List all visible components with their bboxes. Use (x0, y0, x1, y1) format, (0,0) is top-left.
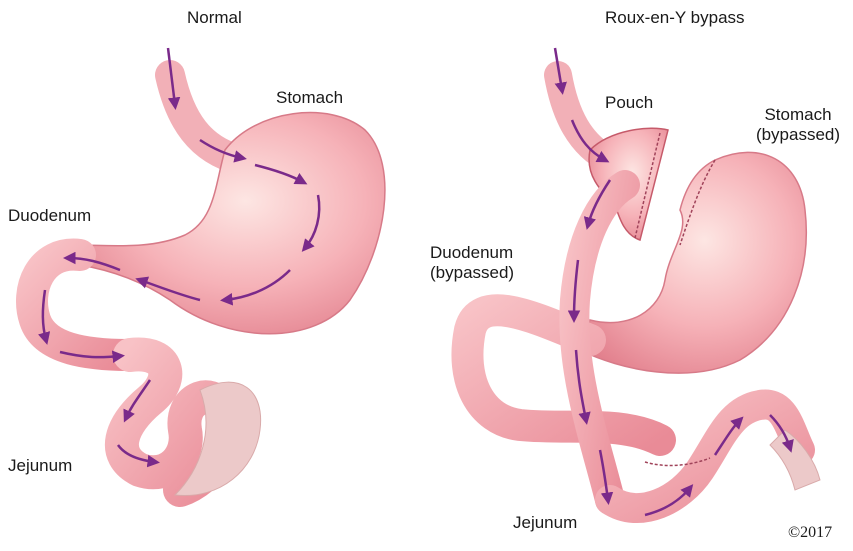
copyright-notice: ©2017 (788, 524, 832, 542)
bypass-duodenum-label: Duodenum (bypassed) (430, 243, 514, 283)
bypass-duodenum-label-line2: (bypassed) (430, 263, 514, 283)
normal-title: Normal (187, 8, 242, 28)
bypass-title: Roux-en-Y bypass (605, 8, 745, 28)
bypass-stomach-label-line2: (bypassed) (748, 125, 848, 145)
bypass-intestine-tail (770, 430, 820, 490)
bypass-jejunum-label: Jejunum (513, 513, 577, 533)
normal-duodenum-label: Duodenum (8, 206, 91, 226)
bypass-stomach-label: Stomach (bypassed) (748, 105, 848, 145)
bypass-pouch-label: Pouch (605, 93, 653, 113)
normal-stomach-label: Stomach (276, 88, 343, 108)
normal-jejunum-label: Jejunum (8, 456, 72, 476)
normal-panel (32, 48, 385, 496)
bypass-duodenum-label-line1: Duodenum (430, 243, 514, 263)
bypass-stomach-label-line1: Stomach (748, 105, 848, 125)
